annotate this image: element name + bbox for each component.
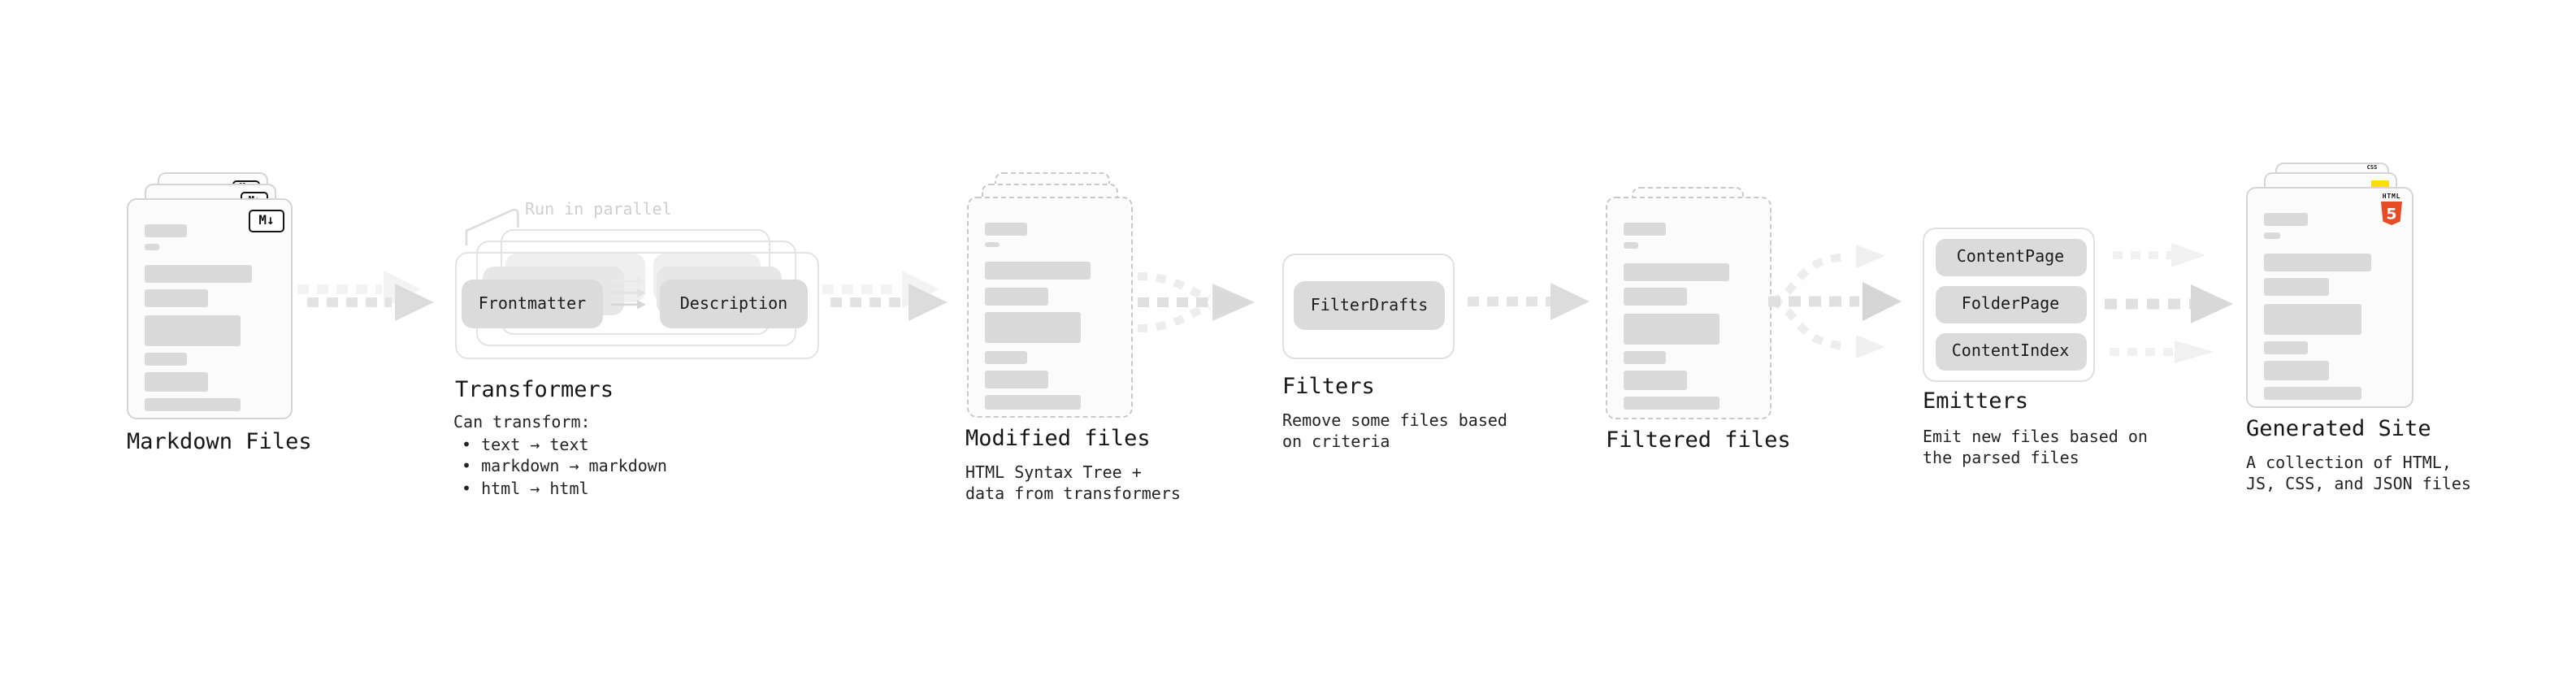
placeholder-text-bar bbox=[2264, 253, 2372, 271]
document-content-bars bbox=[2264, 213, 2399, 400]
emitters-box: ContentPage FolderPage ContentIndex bbox=[1923, 228, 2095, 382]
merge-arrow-icon bbox=[1137, 272, 1255, 332]
contentindex-chip: ContentIndex bbox=[1935, 332, 2086, 370]
document-content-bars bbox=[145, 224, 278, 411]
svg-text:5: 5 bbox=[2386, 206, 2396, 223]
annotation-leader-line bbox=[465, 208, 519, 245]
faint-dashed-arrow-icon bbox=[2113, 243, 2205, 267]
transformers-desc-title: Can transform: bbox=[453, 414, 591, 432]
filters-desc: on criteria bbox=[1282, 434, 1390, 453]
placeholder-text-bar bbox=[145, 244, 160, 249]
placeholder-text-bar bbox=[984, 395, 1081, 409]
fanout-arrow-icon bbox=[1768, 245, 1902, 358]
filtered-page-front bbox=[1605, 197, 1771, 419]
placeholder-text-bar bbox=[984, 222, 1027, 235]
placeholder-text-bar bbox=[984, 350, 1027, 363]
transformers-bullet: • text → text bbox=[462, 437, 589, 455]
triple-arrow-icon bbox=[2105, 243, 2233, 363]
placeholder-text-bar bbox=[984, 312, 1081, 343]
generated-site-desc: JS, CSS, and JSON files bbox=[2246, 476, 2471, 495]
placeholder-text-bar bbox=[2264, 361, 2329, 380]
modified-files-title: Modified files bbox=[965, 426, 1151, 452]
placeholder-text-bar bbox=[1623, 396, 1720, 410]
markdown-page-front: M↓ bbox=[127, 198, 293, 419]
modified-page-front bbox=[966, 196, 1132, 418]
placeholder-text-bar bbox=[2264, 303, 2361, 334]
placeholder-text-bar bbox=[1623, 262, 1730, 280]
placeholder-text-bar bbox=[2264, 278, 2329, 296]
generated-page-front: HTML 5 bbox=[2246, 187, 2413, 408]
placeholder-text-bar bbox=[145, 289, 209, 307]
placeholder-text-bar bbox=[145, 353, 188, 366]
placeholder-text-bar bbox=[145, 264, 252, 282]
emitters-desc: Emit new files based on bbox=[1923, 429, 2148, 447]
dashed-arrow-icon bbox=[307, 284, 434, 321]
placeholder-text-bar bbox=[1623, 313, 1720, 344]
placeholder-text-bar bbox=[1623, 223, 1666, 236]
emitters-desc: the parsed files bbox=[1923, 450, 2079, 469]
flow-arrow-1-icon bbox=[297, 271, 434, 321]
placeholder-text-bar bbox=[145, 314, 241, 345]
dashed-arrow-icon bbox=[830, 284, 948, 321]
document-content-bars bbox=[984, 222, 1117, 409]
markdown-files-title: Markdown Files bbox=[127, 429, 312, 455]
placeholder-text-bar bbox=[984, 370, 1048, 388]
placeholder-text-bar bbox=[984, 287, 1048, 305]
html5-shield-icon: 5 bbox=[2381, 202, 2402, 226]
modified-files-desc: data from transformers bbox=[965, 486, 1181, 505]
filtered-files-title: Filtered files bbox=[1606, 427, 1791, 453]
transformers-bullet: • html → html bbox=[462, 480, 589, 499]
transformer-box-front bbox=[454, 252, 818, 359]
frontmatter-chip: Frontmatter bbox=[462, 280, 603, 328]
generated-site-desc: A collection of HTML, bbox=[2246, 455, 2452, 473]
transformers-bullet: • markdown → markdown bbox=[462, 458, 667, 477]
css-label: CSS bbox=[2366, 164, 2378, 171]
filterdrafts-chip: FilterDrafts bbox=[1294, 281, 1445, 330]
placeholder-text-bar bbox=[984, 262, 1091, 280]
faint-dashed-arrow-icon bbox=[2110, 340, 2214, 363]
filters-title: Filters bbox=[1282, 373, 1375, 399]
placeholder-text-bar bbox=[2264, 213, 2308, 226]
contentpage-chip: ContentPage bbox=[1935, 239, 2086, 276]
placeholder-text-bar bbox=[1623, 351, 1666, 364]
description-chip: Description bbox=[660, 280, 808, 328]
placeholder-text-bar bbox=[2264, 386, 2361, 400]
filters-box: FilterDrafts bbox=[1282, 254, 1455, 359]
document-content-bars bbox=[1623, 223, 1756, 410]
placeholder-text-bar bbox=[145, 397, 241, 411]
placeholder-text-bar bbox=[984, 241, 1000, 247]
placeholder-text-bar bbox=[2264, 232, 2280, 238]
flow-arrow-2-icon bbox=[822, 271, 948, 321]
emitters-title: Emitters bbox=[1923, 388, 2029, 414]
html5-logo: HTML 5 bbox=[2379, 192, 2404, 227]
placeholder-text-bar bbox=[1623, 242, 1638, 248]
placeholder-text-bar bbox=[1623, 371, 1687, 389]
run-in-parallel-note: Run in parallel bbox=[525, 201, 672, 219]
generated-site-title: Generated Site bbox=[2246, 416, 2431, 442]
markdown-icon: M↓ bbox=[249, 210, 284, 232]
placeholder-text-bar bbox=[1623, 288, 1687, 306]
filters-desc: Remove some files based bbox=[1282, 413, 1507, 431]
parallel-arrows-icon bbox=[611, 276, 646, 310]
modified-files-desc: HTML Syntax Tree + bbox=[965, 465, 1142, 483]
folderpage-chip: FolderPage bbox=[1935, 285, 2086, 323]
placeholder-text-bar bbox=[145, 224, 188, 237]
dashed-arrow-icon bbox=[2105, 284, 2233, 323]
placeholder-text-bar bbox=[145, 372, 209, 391]
transformers-title: Transformers bbox=[455, 377, 614, 403]
html5-wordmark: HTML bbox=[2382, 192, 2401, 200]
placeholder-text-bar bbox=[2264, 341, 2308, 354]
flow-arrow-4-icon bbox=[1468, 283, 1589, 320]
